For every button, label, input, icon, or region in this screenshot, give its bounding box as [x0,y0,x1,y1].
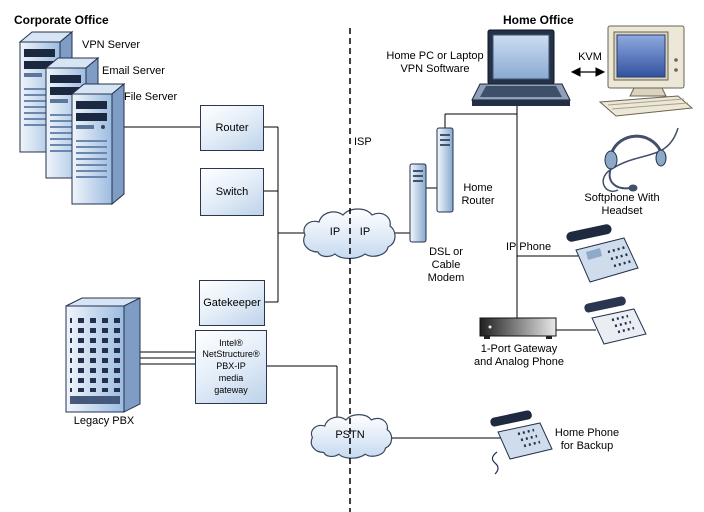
kvm-label: KVM [578,51,602,63]
home-office-title: Home Office [503,13,574,27]
analog-phone-icon [584,296,647,345]
email-server-label: Email Server [102,65,165,77]
home-phone-icon [490,410,553,475]
file-server-icon [71,83,125,205]
router-label: Router [215,122,249,134]
corporate-office-title: Corporate Office [14,13,109,27]
one-port-gateway-label: 1-Port Gateway and Analog Phone [474,343,564,368]
home-pc-label: Home PC or Laptop VPN Software [386,50,484,75]
softphone-label: Softphone With Headset [584,192,660,217]
connectors [122,106,596,439]
gatekeeper-label: Gatekeeper [203,297,261,309]
media-gateway-line-5: gateway [214,384,248,395]
home-phone-backup-label: Home Phone for Backup [554,427,620,452]
media-gateway-line-2: NetStructure® [202,349,260,360]
media-gateway-line-3: PBX-IP [216,361,246,372]
home-router-label: Home Router [461,182,495,207]
isp-label: ISP [354,136,372,148]
ip-left-label: IP [329,226,341,238]
gatekeeper-box: Gatekeeper [199,280,265,326]
ip-phone-label: IP Phone [506,241,552,253]
kvm-arrow-icon [570,67,606,77]
dsl-modem-icon [409,163,427,243]
one-port-gateway-icon [479,317,557,339]
desktop-computer-icon [598,25,694,117]
vpn-server-label: VPN Server [82,39,141,51]
media-gateway-line-4: media [218,372,244,383]
legacy-pbx-label: Legacy PBX [73,415,135,427]
ip-right-label: IP [359,226,371,238]
home-router-icon [436,127,454,213]
router-box: Router [200,105,264,151]
pstn-label: PSTN [335,429,365,441]
laptop-icon [471,29,571,106]
pbx-tower-icon [65,297,141,413]
dsl-modem-label: DSL or Cable Modem [427,246,465,284]
ip-phone-icon [566,224,639,283]
switch-label: Switch [215,186,249,198]
switch-box: Switch [200,168,264,216]
file-server-label: File Server [124,91,178,103]
media-gateway-line-1: Intel® [219,337,243,348]
media-gateway-box: Intel® NetStructure® PBX-IP media gatewa… [195,330,267,404]
headset-icon [602,127,679,193]
